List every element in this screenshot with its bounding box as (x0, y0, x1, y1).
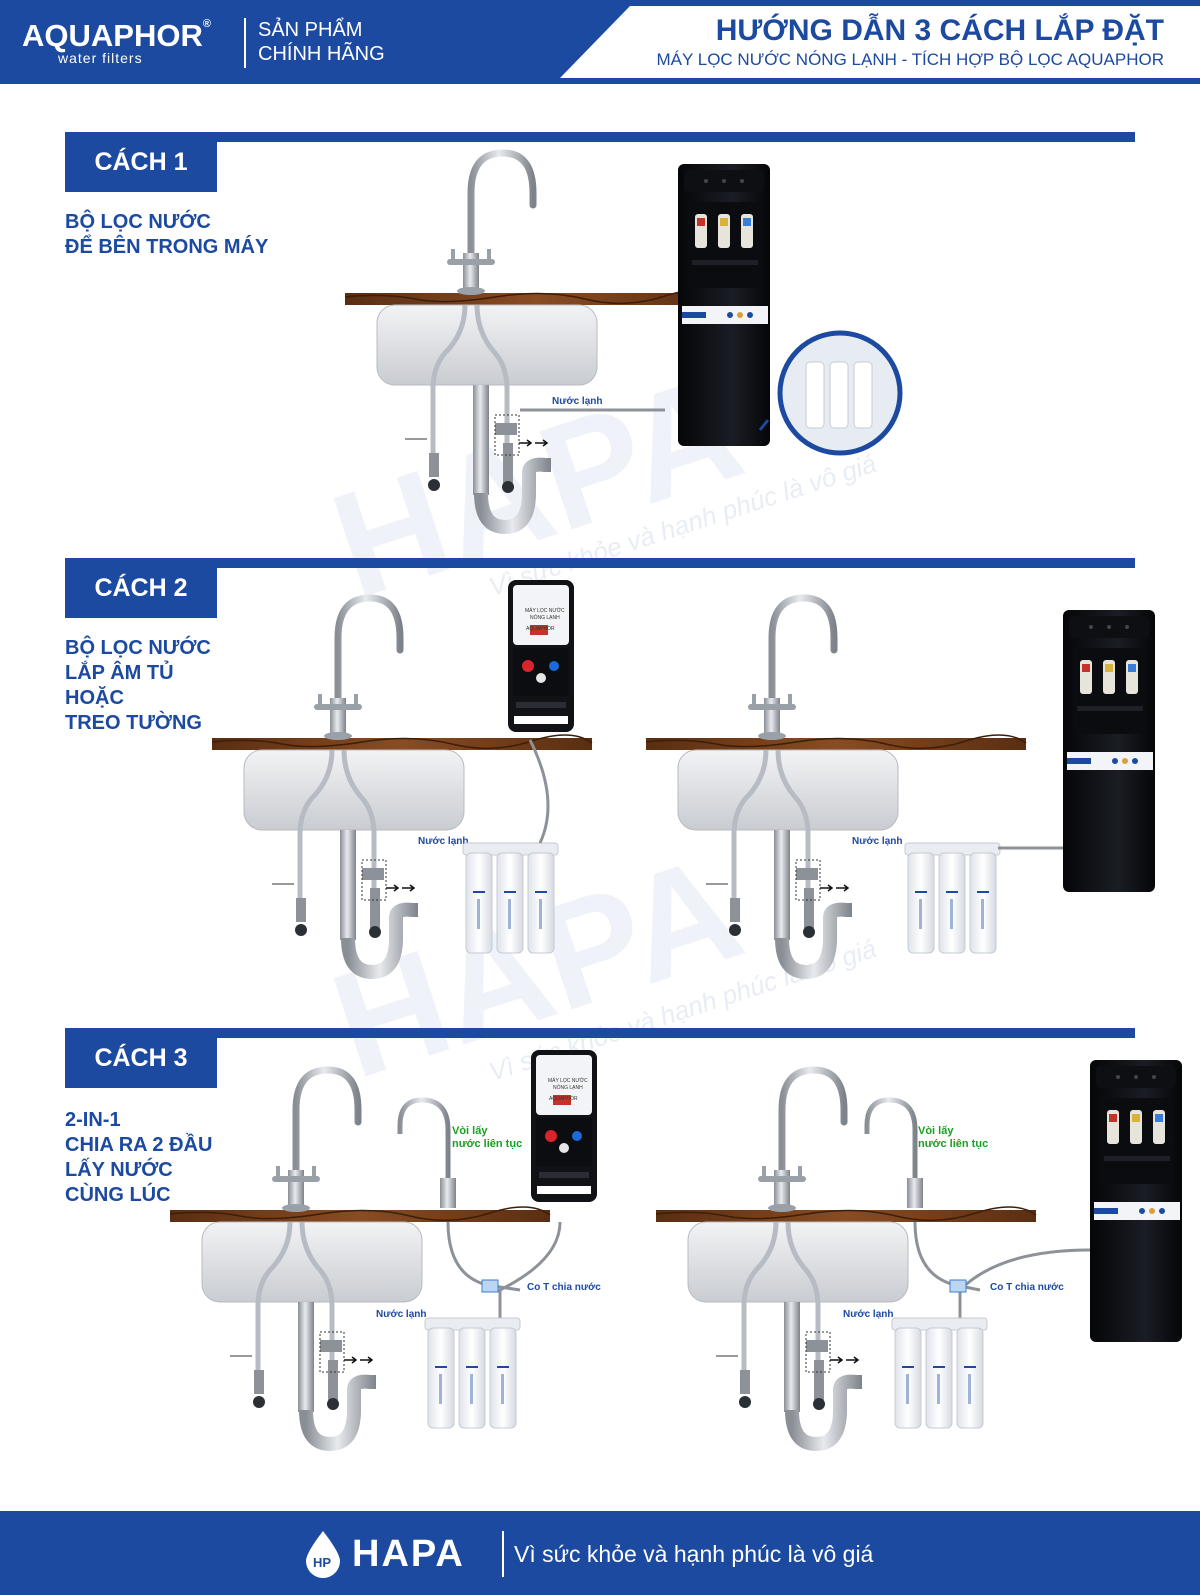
cold-water-label: Nước lạnh (376, 1309, 426, 1320)
section-2-badge: CÁCH 2 (65, 558, 217, 618)
section-3-tall-dispenser (1090, 1060, 1182, 1342)
aquaphor-logo-sub: water filters (58, 50, 143, 66)
continuous-tap-label: Vòi lấy (452, 1125, 488, 1137)
water-drop-icon: HP (306, 1531, 340, 1578)
continuous-tap-right (864, 1097, 918, 1208)
genuine-product-label: SẢN PHẨM CHÍNH HÃNG (258, 19, 385, 65)
section-1-tall-dispenser (678, 164, 770, 446)
aquaphor-logo: AQUAPHOR® (22, 18, 211, 53)
section-3-filters-left (424, 1317, 521, 1429)
section-3-filters-right (891, 1317, 988, 1429)
section-1-sink (345, 153, 725, 527)
section-1-badge: CÁCH 1 (65, 132, 217, 192)
cold-water-label: Nước lạnh (418, 836, 468, 847)
section-2-filters-right (904, 842, 1001, 954)
tee-connector-icon (481, 1279, 499, 1293)
footer-slogan: Vì sức khỏe và hạnh phúc là vô giá (514, 1541, 874, 1567)
continuous-tap-label: nước liên tục (918, 1138, 988, 1150)
dispenser-brand: AQUAPHOR (549, 1096, 578, 1102)
section-3-rule (65, 1028, 1135, 1038)
cold-water-label: Nước lạnh (852, 836, 902, 847)
dispenser-brand: AQUAPHOR (526, 626, 555, 632)
section-2-tall-dispenser (1063, 610, 1155, 892)
section-2-hose-left (528, 739, 550, 844)
section-3-wall-dispenser (531, 1050, 597, 1202)
section-3-description: 2-IN-1 CHIA RA 2 ĐẦU LẤY NƯỚC CÙNG LÚC (65, 1109, 213, 1206)
footer-divider (502, 1531, 504, 1577)
section-2-rule (65, 558, 1135, 568)
section-1-filter-inset (758, 330, 903, 456)
footer-bar: HP HAPA Vì sức khỏe và hạnh phúc là vô g… (0, 1511, 1200, 1595)
header-bar: AQUAPHOR® water filters SẢN PHẨM CHÍNH H… (0, 0, 1200, 84)
page-subtitle: MÁY LỌC NƯỚC NÓNG LẠNH - TÍCH HỢP BỘ LỌC… (656, 50, 1165, 69)
section-2-wall-dispenser (508, 580, 574, 732)
tee-connector-icon (949, 1279, 967, 1293)
tee-label: Co T chia nước (990, 1282, 1064, 1293)
section-1-description: BỘ LỌC NƯỚC ĐỂ BÊN TRONG MÁY (65, 211, 269, 258)
section-2-filters-left (462, 842, 559, 954)
continuous-tap-label: nước liên tục (452, 1138, 522, 1150)
dispenser-title: MÁY LỌC NƯỚC (548, 1077, 588, 1084)
continuous-tap-left (397, 1097, 451, 1208)
header-divider (244, 18, 246, 68)
cold-water-label: Nước lạnh (552, 396, 602, 407)
section-1-rule (65, 132, 1135, 142)
header-title-panel (560, 6, 1200, 78)
section-2-sink-right (646, 598, 1026, 972)
dispenser-title: MÁY LỌC NƯỚC (525, 607, 565, 614)
tee-label: Co T chia nước (527, 1282, 601, 1293)
dispenser-title: NÓNG LẠNH (530, 614, 560, 621)
continuous-tap-label: Vòi lấy (918, 1125, 954, 1137)
section-2-description: BỘ LỌC NƯỚC LẮP ÂM TỦ HOẶC TREO TƯỜNG (65, 637, 211, 734)
svg-text:HP: HP (313, 1555, 331, 1570)
page-title: HƯỚNG DẪN 3 CÁCH LẮP ĐẶT (715, 14, 1164, 47)
dispenser-title: NÓNG LẠNH (553, 1084, 583, 1091)
footer-logo: HAPA (352, 1533, 465, 1575)
cold-water-label: Nước lạnh (843, 1309, 893, 1320)
section-3-badge: CÁCH 3 (65, 1028, 217, 1088)
